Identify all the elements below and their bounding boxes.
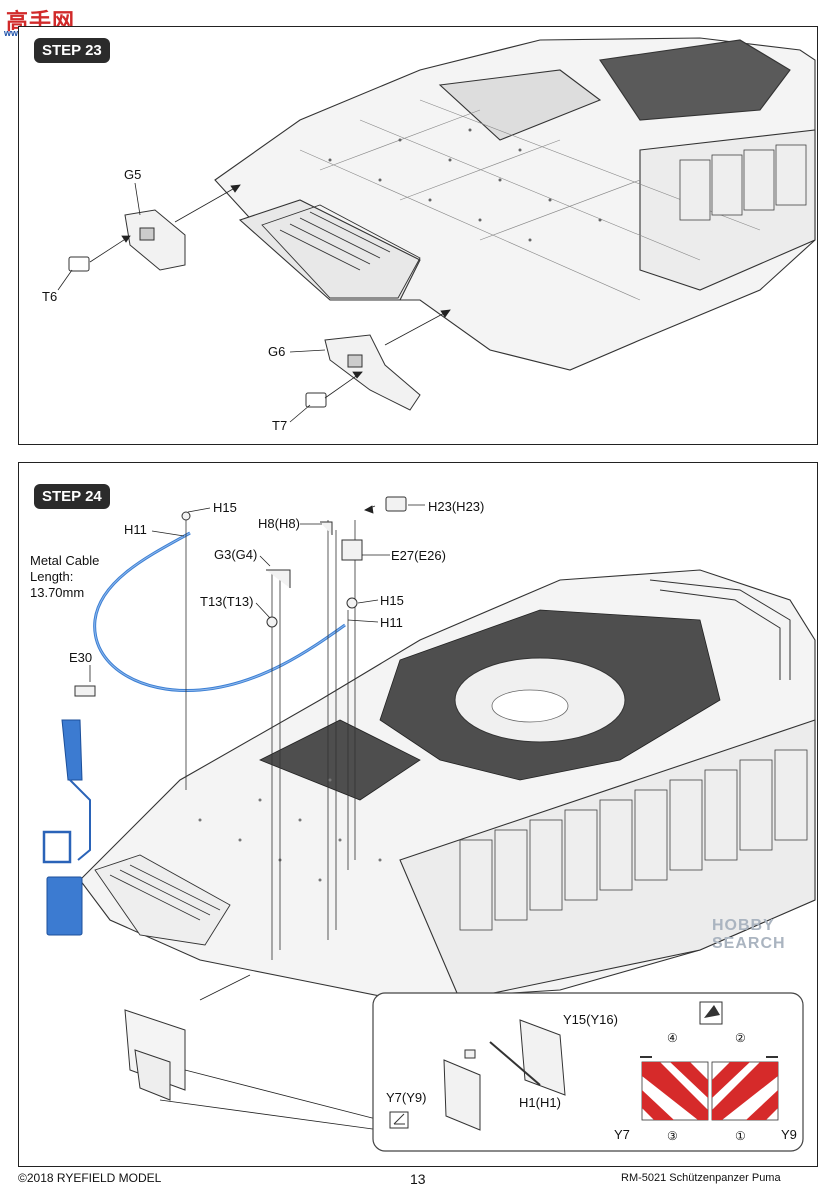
cable-label-line3: 13.70mm (30, 585, 85, 600)
part-label-h15-top: H15 (213, 500, 237, 515)
decal-label-y9: Y9 (781, 1127, 797, 1142)
step-24-badge: STEP 24 (34, 484, 110, 509)
step-23-panel (18, 26, 818, 445)
footer-product: RM-5021 Schützenpanzer Puma (621, 1172, 781, 1184)
part-label-t13: T13(T13) (200, 594, 254, 609)
part-label-t7: T7 (272, 418, 288, 433)
part-label-e27: E27(E26) (391, 548, 446, 563)
part-label-t6: T6 (42, 289, 58, 304)
decal-label-y7: Y7 (614, 1127, 630, 1142)
part-label-g5: G5 (124, 167, 142, 182)
part-label-g3: G3(G4) (214, 547, 258, 562)
step-23-badge: STEP 23 (34, 38, 110, 63)
step-24-panel (18, 462, 818, 1167)
decal-number-2: ② (735, 1031, 746, 1045)
part-label-y15: Y15(Y16) (563, 1012, 618, 1027)
cable-label-line1: Metal Cable (30, 553, 100, 568)
hobby-search-watermark: HOBBY SEARCH (712, 917, 786, 952)
part-label-h1: H1(H1) (519, 1095, 561, 1110)
decal-number-1: ① (735, 1129, 746, 1143)
part-label-y7-y9: Y7(Y9) (386, 1090, 427, 1105)
decal-number-3: ③ (667, 1129, 678, 1143)
part-label-h8: H8(H8) (258, 516, 300, 531)
decal-number-4: ④ (667, 1031, 678, 1045)
part-label-e30: E30 (69, 650, 93, 665)
cable-label-line2: Length: (30, 569, 74, 584)
footer-copyright: ©2018 RYEFIELD MODEL (18, 1171, 162, 1185)
footer-page-number: 13 (410, 1171, 426, 1187)
part-label-h23: H23(H23) (428, 499, 485, 514)
part-label-g6: G6 (268, 344, 286, 359)
part-label-h15-mid: H15 (380, 593, 404, 608)
part-label-h11-mid: H11 (380, 615, 403, 630)
part-label-h11-left: H11 (124, 522, 147, 537)
